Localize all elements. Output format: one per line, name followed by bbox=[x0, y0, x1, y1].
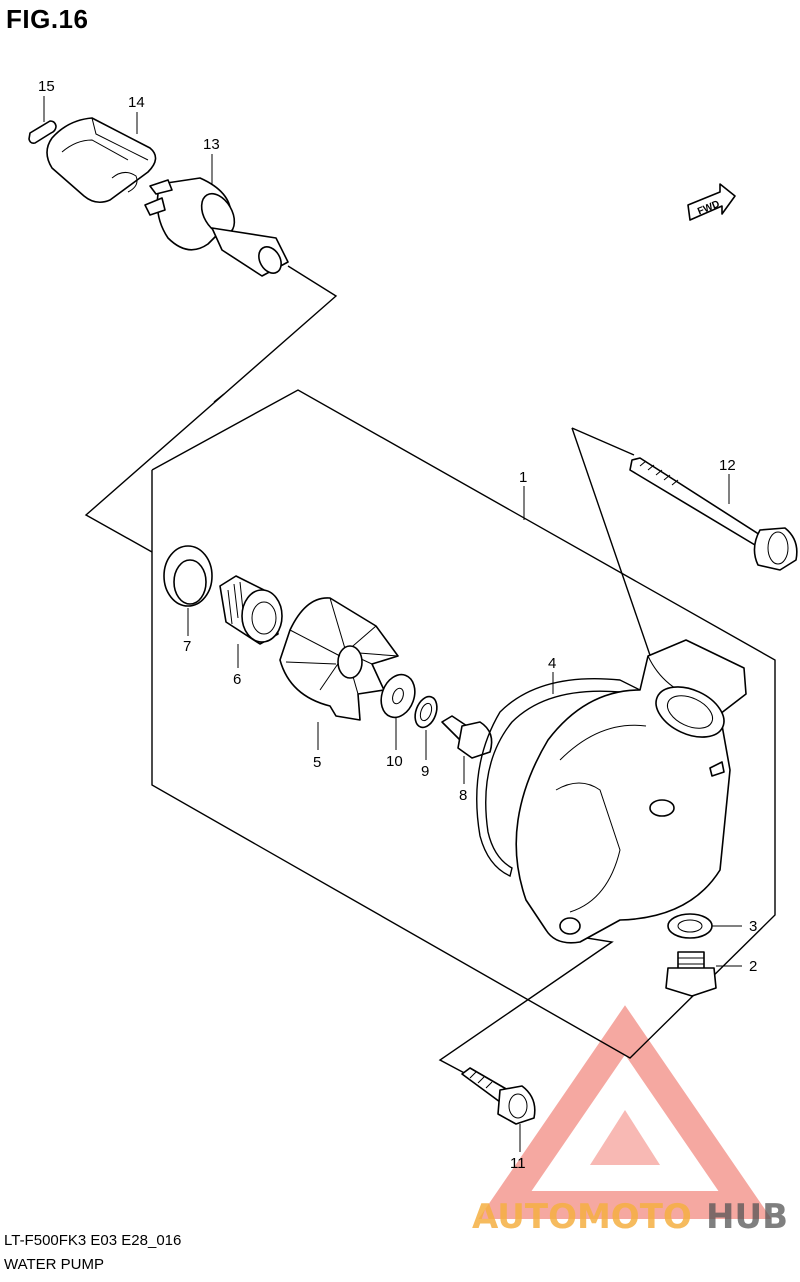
callout-1: 1 bbox=[519, 469, 527, 486]
fwd-direction-marker: FWD bbox=[687, 183, 736, 221]
callout-12: 12 bbox=[719, 457, 736, 474]
part-12-long-bolt[interactable] bbox=[629, 457, 798, 571]
part-6-mechanical-seal[interactable] bbox=[219, 575, 283, 645]
part-2-drain-plug[interactable] bbox=[665, 951, 717, 997]
callout-11: 11 bbox=[510, 1155, 526, 1172]
callout-13: 13 bbox=[203, 136, 220, 153]
leader-12-to-assembly bbox=[571, 427, 635, 456]
part-10-washer[interactable] bbox=[375, 670, 420, 722]
part-9-washer[interactable] bbox=[411, 694, 441, 731]
leader-13-to-assembly bbox=[84, 265, 338, 553]
model-code: LT-F500FK3 E03 E28_016 bbox=[4, 1232, 182, 1249]
part-8-bolt[interactable] bbox=[441, 715, 493, 759]
part-15-pin[interactable] bbox=[28, 120, 57, 144]
callout-8: 8 bbox=[459, 787, 467, 804]
callout-10: 10 bbox=[386, 753, 403, 770]
callout-14: 14 bbox=[128, 94, 145, 111]
callout-9: 9 bbox=[421, 763, 429, 780]
part-7-seal-ring[interactable] bbox=[163, 545, 213, 607]
watermark-text-main: AUTOMOTO bbox=[472, 1197, 692, 1237]
callout-15: 15 bbox=[38, 78, 55, 95]
callout-4: 4 bbox=[548, 655, 556, 672]
watermark-triangle-icon bbox=[478, 1005, 772, 1219]
part-13-pump-shaft[interactable] bbox=[144, 177, 289, 277]
callout-7: 7 bbox=[183, 638, 191, 655]
part-4-o-ring[interactable] bbox=[476, 677, 641, 877]
part-11-bolt[interactable] bbox=[461, 1067, 536, 1125]
callout-6: 6 bbox=[233, 671, 241, 688]
watermark-logo bbox=[478, 1005, 772, 1219]
watermark-wordmark: AUTOMOTO HUB bbox=[472, 1197, 788, 1237]
section-name: WATER PUMP bbox=[4, 1256, 104, 1273]
callout-5: 5 bbox=[313, 754, 321, 771]
part-5-impeller[interactable] bbox=[279, 597, 399, 721]
part-1-pump-cover[interactable] bbox=[515, 639, 747, 944]
part-3-gasket[interactable] bbox=[667, 913, 713, 939]
callout-leaders bbox=[43, 96, 742, 1152]
callout-3: 3 bbox=[749, 918, 757, 935]
leader-11-to-assembly bbox=[438, 934, 614, 1077]
part-14-coupling[interactable] bbox=[46, 117, 157, 204]
callout-2: 2 bbox=[749, 958, 757, 975]
watermark-text-accent: HUB bbox=[706, 1197, 788, 1237]
figure-title: FIG.16 bbox=[6, 4, 89, 34]
assembly-outline bbox=[151, 389, 776, 1059]
callout-labels: 15 14 13 12 1 4 7 6 5 10 9 8 3 2 11 bbox=[38, 78, 757, 1172]
